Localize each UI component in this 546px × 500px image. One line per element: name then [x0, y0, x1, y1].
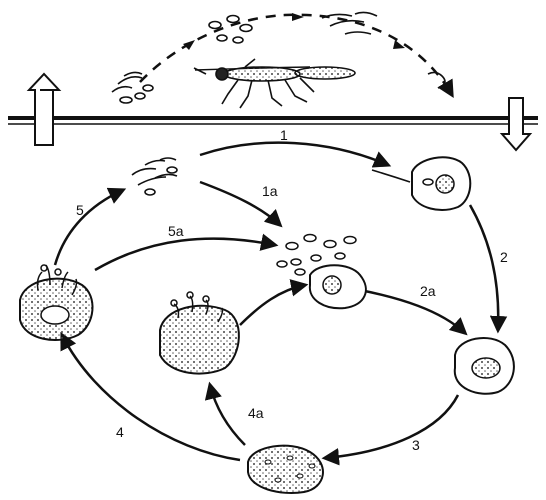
vector-parasite-forms-top: [209, 16, 252, 44]
bursting-cell-left: [20, 265, 93, 340]
bursting-cell-center: [160, 292, 239, 374]
arrow-return-to-host-cell: [240, 285, 305, 325]
vector-parasite-forms-left: [112, 72, 153, 103]
insect-vector-icon: [194, 59, 355, 108]
arrow-3: [325, 395, 458, 458]
label-step-3: 3: [412, 437, 420, 453]
infected-cell-multiplying: [455, 338, 514, 394]
arrow-5a: [95, 239, 275, 270]
arc-arrowhead-right: [393, 40, 405, 49]
label-step-4a: 4a: [248, 405, 264, 421]
vector-parasite-forms-right: [322, 12, 377, 34]
host-boundary: [8, 74, 538, 150]
arrow-2a: [360, 290, 465, 333]
vector-cycle-dashed-arc: [140, 15, 452, 95]
arrow-2: [470, 205, 498, 330]
label-step-5: 5: [76, 202, 84, 218]
vector-phase: [112, 12, 452, 108]
heavily-infected-cell: [248, 446, 323, 493]
label-step-5a: 5a: [168, 223, 184, 239]
promastigote-cluster: [132, 158, 177, 195]
arc-arrowhead-left: [183, 40, 195, 50]
label-step-4: 4: [116, 424, 124, 440]
arrow-4a: [210, 385, 245, 445]
arrow-5: [55, 190, 123, 265]
label-step-2a: 2a: [420, 283, 436, 299]
central-host-cell: [277, 235, 366, 309]
vector-parasite-forms-descending: [428, 72, 448, 92]
arrow-1: [200, 143, 388, 165]
label-step-1: 1: [280, 127, 288, 143]
label-step-2: 2: [500, 249, 508, 265]
hollow-up-arrow-icon: [29, 74, 59, 145]
label-step-1a: 1a: [262, 183, 278, 199]
